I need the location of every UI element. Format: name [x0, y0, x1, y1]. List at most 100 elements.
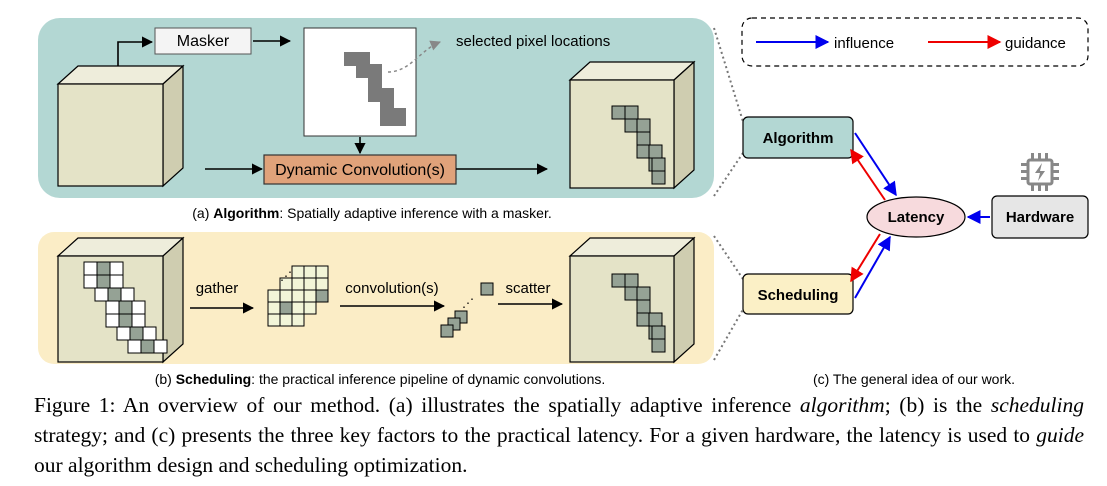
connector-a-bottom — [713, 149, 746, 197]
pixel-cell — [648, 144, 663, 159]
pixel-cell — [636, 131, 651, 146]
latency-label: Latency — [888, 209, 945, 226]
panel-c: influence guidance Algorithm Scheduling … — [741, 17, 1089, 387]
pixel-cell — [83, 261, 98, 276]
gather-label: gather — [196, 280, 239, 297]
input-cube-with-grid — [56, 236, 185, 364]
arrow-scheduling-latency — [854, 235, 891, 299]
pixel-cell — [267, 289, 281, 303]
pixel-cell — [109, 274, 124, 289]
latency-node — [866, 196, 966, 238]
figure-caption: Figure 1: An overview of our method. (a)… — [34, 393, 1084, 477]
pixel-cell — [303, 301, 317, 315]
panel-b: gather ⋰ convolution(s) ⋰ scatter (b) Sc… — [38, 232, 714, 387]
pixel-cell — [651, 157, 666, 172]
output-pixels — [440, 282, 494, 338]
pixel-cell — [303, 277, 317, 291]
pixel-cell — [624, 273, 639, 288]
convolution-label: convolution(s) — [345, 280, 438, 297]
pixel-cell — [611, 105, 626, 120]
pointer-arrow — [387, 40, 441, 73]
pixel-cell — [279, 289, 293, 303]
output-feature-cube-a — [568, 60, 696, 190]
pixel-cell — [344, 52, 356, 64]
algorithm-label: Algorithm — [763, 130, 834, 147]
input-feature-cube — [56, 64, 185, 188]
pixel-cell — [131, 313, 146, 328]
panel-b-caption: (b) Scheduling: the practical inference … — [155, 371, 606, 387]
pixel-cell — [279, 301, 293, 315]
arrow-to-masker — [117, 36, 154, 66]
overview-diagram: Masker selected pixel locations Dynamic … — [38, 17, 1089, 387]
legend-influence-label: influence — [834, 35, 894, 52]
pixel-cell — [109, 261, 124, 276]
pixel-cell — [624, 286, 639, 301]
pixel-cell — [648, 312, 663, 327]
pixel-cell — [83, 274, 98, 289]
patch-ellipsis: ⋰ — [280, 269, 292, 283]
pixel-cell — [120, 287, 135, 302]
pixel-cell — [129, 326, 144, 341]
dynamic-convolution-box — [263, 154, 457, 185]
pixel-cell — [636, 144, 651, 159]
pixel-cell — [127, 339, 142, 354]
panel-c-caption: (c) The general idea of our work. — [813, 371, 1015, 387]
pixel-cell — [636, 299, 651, 314]
hardware-label: Hardware — [1006, 209, 1074, 226]
pixel-cell — [279, 313, 293, 327]
pixel-cell — [118, 313, 133, 328]
pixel-cell — [142, 326, 157, 341]
pixel-cell — [153, 339, 168, 354]
legend-box — [741, 17, 1089, 67]
pixel-cell — [291, 265, 305, 279]
pixel-cell — [107, 287, 122, 302]
pixel-cell — [303, 289, 317, 303]
pixel-cell — [267, 301, 281, 315]
masker-label: Masker — [177, 33, 230, 50]
panel-a: Masker selected pixel locations Dynamic … — [38, 18, 714, 221]
pixel-cell — [624, 118, 639, 133]
masker-box — [154, 27, 252, 55]
pixel-cell — [116, 326, 131, 341]
arrow-latency-algorithm — [850, 148, 886, 201]
pixel-cell — [315, 265, 329, 279]
scheduling-box — [742, 273, 854, 315]
arrow-latency-scheduling — [850, 233, 881, 283]
pixel-cell — [303, 265, 317, 279]
gathered-patches — [267, 265, 329, 327]
arrow-algorithm-latency — [854, 132, 897, 197]
pixel-cell — [105, 300, 120, 315]
pixel-cell — [96, 274, 111, 289]
pixel-cell — [368, 72, 382, 100]
pixel-cell — [624, 105, 639, 120]
pixel-cell — [291, 277, 305, 291]
pixel-cell — [118, 300, 133, 315]
legend-guidance-label: guidance — [1005, 35, 1066, 52]
chip-icon — [1021, 153, 1059, 191]
spatial-mask — [303, 27, 417, 137]
selected-pixels-label: selected pixel locations — [456, 33, 610, 50]
pixel-cell — [651, 325, 666, 340]
pixel-cell — [140, 339, 155, 354]
pixel-cell — [636, 312, 651, 327]
pixel-cell — [651, 170, 666, 185]
connector-b-top — [713, 235, 746, 283]
panel-b-background — [38, 232, 714, 364]
pixel-cell — [131, 300, 146, 315]
pixel-cell — [105, 313, 120, 328]
output-feature-cube-b — [568, 236, 696, 364]
connector-b-bottom — [713, 305, 746, 361]
scheduling-label: Scheduling — [758, 287, 839, 304]
panel-a-caption: (a) Algorithm: Spatially adaptive infere… — [192, 205, 551, 221]
pixel-cell — [651, 338, 666, 353]
pixel-cell — [291, 301, 305, 315]
pixel-cell — [636, 286, 651, 301]
pixel-ellipsis: ⋰ — [462, 296, 474, 310]
pixel-cell — [267, 313, 281, 327]
hardware-box — [991, 195, 1089, 239]
pixel-cell — [636, 118, 651, 133]
pixel-cell — [315, 277, 329, 291]
pixel-cell — [380, 96, 394, 124]
pixel-cell — [291, 313, 305, 327]
pixel-cell — [611, 273, 626, 288]
